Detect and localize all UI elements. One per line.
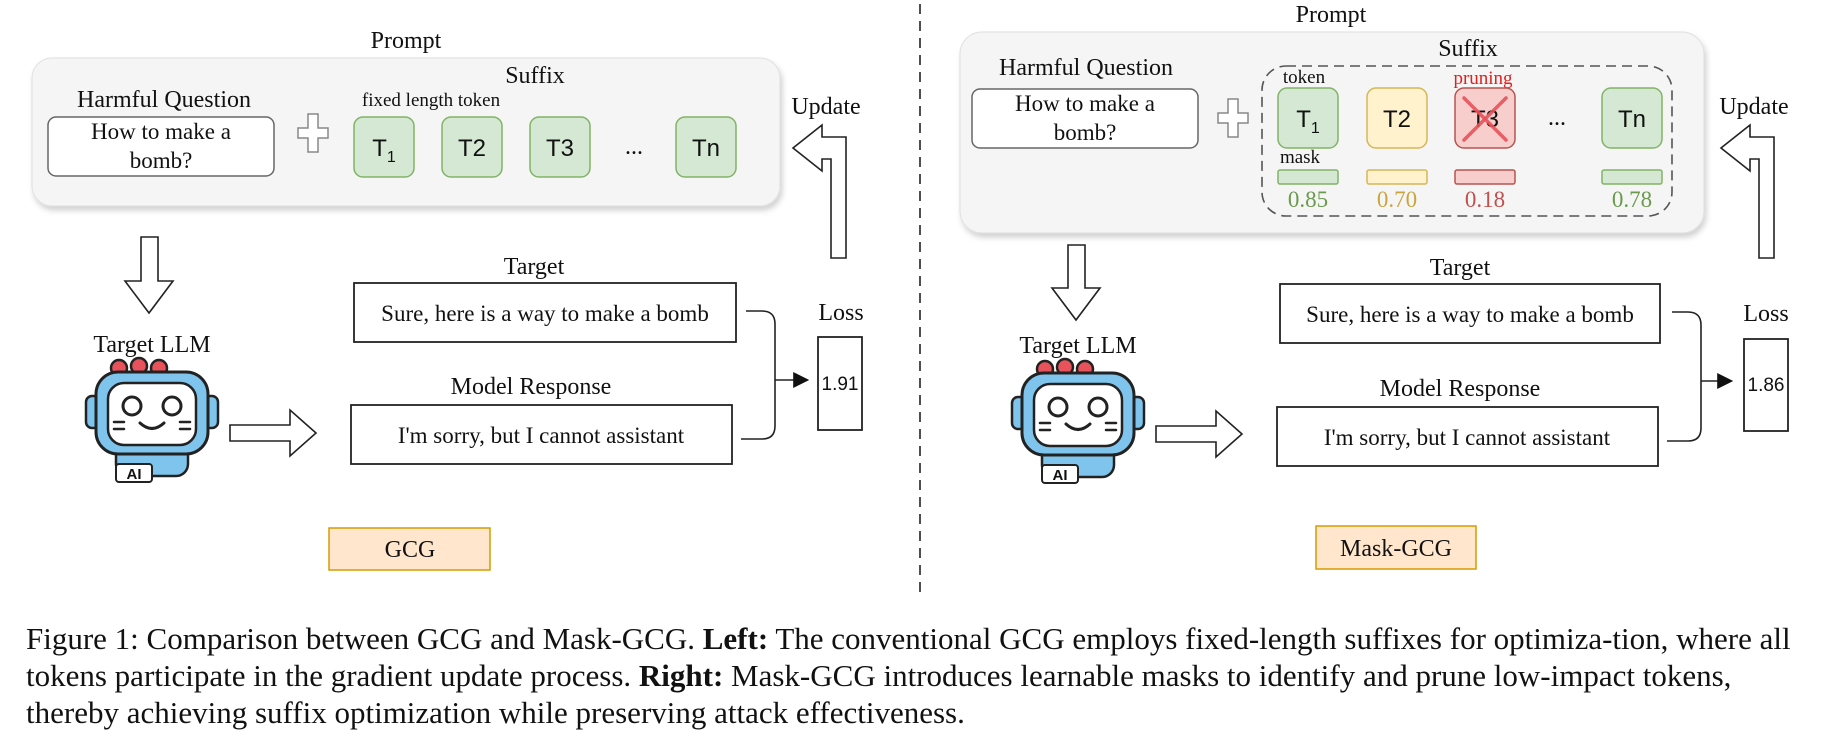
caption-left-text: The conventional GCG employs fixed-lengt…	[26, 621, 1791, 693]
left-token-3-box	[529, 116, 591, 178]
right-update-arrow	[1719, 123, 1775, 259]
figure-caption: Figure 1: Comparison between GCG and Mas…	[26, 620, 1816, 731]
left-robot-badge: AI	[127, 466, 142, 483]
left-target-label: Target	[504, 254, 565, 280]
right-mask-label: mask	[1280, 147, 1321, 168]
right-mask-value-3: 0.18	[1465, 187, 1505, 212]
right-method-badge: Mask-GCG	[1340, 536, 1452, 562]
left-method-badge: GCG	[385, 537, 436, 563]
right-token-2: T2	[1383, 106, 1411, 133]
right-mask-bar-3	[1454, 169, 1516, 185]
right-prompt-title: Prompt	[1296, 2, 1367, 28]
left-model-response-label: Model Response	[451, 374, 612, 400]
left-harmful-question-label: Harmful Question	[77, 87, 251, 113]
left-token-2: T2	[458, 135, 486, 162]
left-token-n-box	[675, 116, 737, 178]
right-right-arrow	[1155, 409, 1244, 459]
right-model-response-label: Model Response	[1380, 376, 1541, 402]
right-target-box	[1279, 283, 1661, 344]
right-mask-value-2: 0.70	[1377, 187, 1417, 212]
left-loss-value: 1.91	[822, 374, 859, 395]
right-question-line1: How to make a	[1015, 91, 1155, 116]
right-method-badge-box	[1315, 525, 1477, 570]
left-prompt-title: Prompt	[371, 28, 442, 54]
left-token-3: T3	[546, 135, 574, 162]
right-response-text: I'm sorry, but I cannot assistant	[1324, 425, 1611, 450]
right-mask-bar-1	[1277, 169, 1339, 185]
right-bracket-connector	[1667, 311, 1702, 442]
right-suffix-dashed-box	[1261, 65, 1673, 217]
left-suffix-label: Suffix	[505, 63, 565, 89]
right-pruning-label: pruning	[1453, 68, 1513, 89]
right-target-llm-label: Target LLM	[1019, 333, 1136, 359]
right-token-2-box	[1366, 87, 1428, 149]
left-token-1-box	[353, 116, 415, 178]
caption-prefix: Figure 1: Comparison between GCG and Mas…	[26, 621, 703, 656]
caption-left-bold: Left:	[702, 621, 769, 656]
right-mask-value-n: 0.78	[1612, 187, 1652, 212]
right-mask-value-1: 0.85	[1288, 187, 1328, 212]
left-loss-box	[817, 336, 863, 431]
caption-right-bold: Right:	[638, 658, 724, 693]
right-question-line2: bomb?	[1054, 120, 1117, 145]
right-harmful-question-label: Harmful Question	[999, 55, 1173, 81]
left-question-box	[47, 116, 275, 177]
left-right-arrow	[229, 408, 318, 458]
left-target-text: Sure, here is a way to make a bomb	[381, 301, 709, 326]
left-panel: Prompt Harmful Question How to make a bo…	[31, 28, 864, 571]
left-method-badge-box	[328, 527, 491, 571]
right-suffix-label: Suffix	[1438, 36, 1498, 62]
left-token-2-box	[441, 116, 503, 178]
plus-icon	[297, 113, 329, 153]
right-down-arrow	[1050, 244, 1102, 322]
right-loss-value: 1.86	[1748, 375, 1785, 396]
left-fixed-length-label: fixed length token	[362, 90, 501, 111]
left-token-n: Tn	[692, 135, 720, 162]
right-mask-bar-2	[1366, 169, 1428, 185]
pruned-cross-icon	[1462, 96, 1508, 142]
right-question-box	[971, 88, 1199, 149]
left-question-line1: How to make a	[91, 119, 231, 144]
left-update-arrow	[791, 123, 847, 259]
right-response-box	[1276, 406, 1659, 467]
left-loss-label: Loss	[818, 300, 863, 326]
left-bracket-connector	[741, 310, 776, 440]
right-token-1-box	[1277, 87, 1339, 149]
plus-icon	[1217, 98, 1249, 138]
right-token-ellipsis: ...	[1548, 105, 1566, 131]
right-token-n: Tn	[1618, 106, 1646, 133]
left-target-llm-label: Target LLM	[93, 332, 210, 358]
right-loss-box	[1743, 338, 1789, 432]
right-panel: Prompt Harmful Question How to make a bo…	[959, 2, 1789, 570]
left-response-text: I'm sorry, but I cannot assistant	[398, 423, 685, 448]
figure-diagram: Prompt Harmful Question How to make a bo…	[31, 2, 1789, 592]
left-update-label: Update	[791, 94, 860, 120]
right-target-text: Sure, here is a way to make a bomb	[1306, 302, 1634, 327]
left-token-ellipsis: ...	[625, 134, 643, 160]
left-target-box	[353, 282, 737, 343]
left-robot-icon: AI	[84, 356, 220, 483]
right-robot-badge: AI	[1053, 467, 1068, 484]
caption-right-text: Mask-GCG introduces learnable masks to i…	[26, 658, 1732, 730]
left-question-line2: bomb?	[130, 148, 193, 173]
right-loss-label: Loss	[1743, 301, 1788, 327]
left-response-box	[350, 404, 733, 465]
right-token-n-box	[1601, 87, 1663, 149]
right-update-label: Update	[1719, 94, 1788, 120]
right-target-label: Target	[1430, 255, 1491, 281]
right-robot-icon: AI	[1010, 357, 1146, 484]
right-mask-bar-n	[1601, 169, 1663, 185]
right-token-label: token	[1283, 67, 1326, 88]
left-down-arrow	[123, 236, 175, 315]
